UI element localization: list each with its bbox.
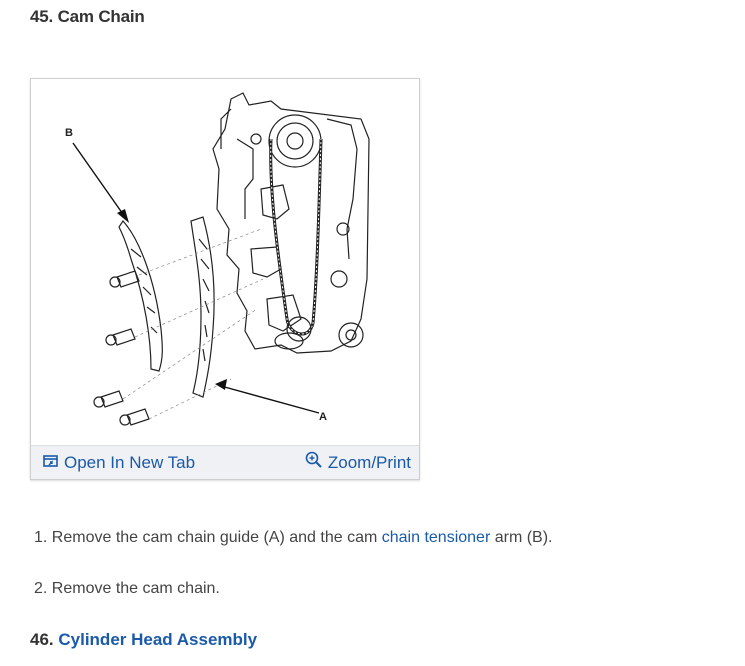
chain-tensioner-link[interactable]: chain tensioner	[381, 529, 491, 546]
next-step-number: 46.	[30, 630, 54, 649]
zoom-print-link[interactable]: Zoom/Print	[305, 451, 411, 474]
open-new-tab-icon	[43, 453, 59, 473]
open-in-new-tab-label: Open In New Tab	[64, 452, 196, 472]
next-step-heading: 46. Cylinder Head Assembly	[30, 630, 257, 650]
step-title: Cam Chain	[57, 7, 145, 26]
open-in-new-tab-link[interactable]: Open In New Tab	[43, 453, 195, 473]
zoom-print-label: Zoom/Print	[327, 452, 411, 472]
instruction-text-post: arm (B).	[490, 529, 553, 546]
zoom-in-icon	[305, 451, 323, 474]
cam-chain-illustration	[72, 92, 370, 426]
label-b: B	[65, 127, 73, 139]
instruction-item-1: 1. Remove the cam chain guide (A) and th…	[34, 529, 552, 547]
figure-container: B A Open In New Tab Zoom/P	[30, 78, 420, 480]
figure-toolbar: Open In New Tab Zoom/Print	[31, 445, 419, 479]
instruction-number: 1.	[34, 529, 48, 546]
label-a: A	[319, 411, 327, 423]
instruction-number: 2.	[34, 580, 48, 597]
instruction-text: Remove the cam chain.	[51, 580, 220, 597]
instruction-item-2: 2. Remove the cam chain.	[34, 580, 220, 598]
instruction-text-pre: Remove the cam chain guide (A) and the c…	[51, 529, 382, 546]
step-heading: 45. Cam Chain	[30, 7, 145, 27]
cylinder-head-assembly-link[interactable]: Cylinder Head Assembly	[58, 630, 258, 649]
step-number: 45.	[30, 7, 54, 26]
